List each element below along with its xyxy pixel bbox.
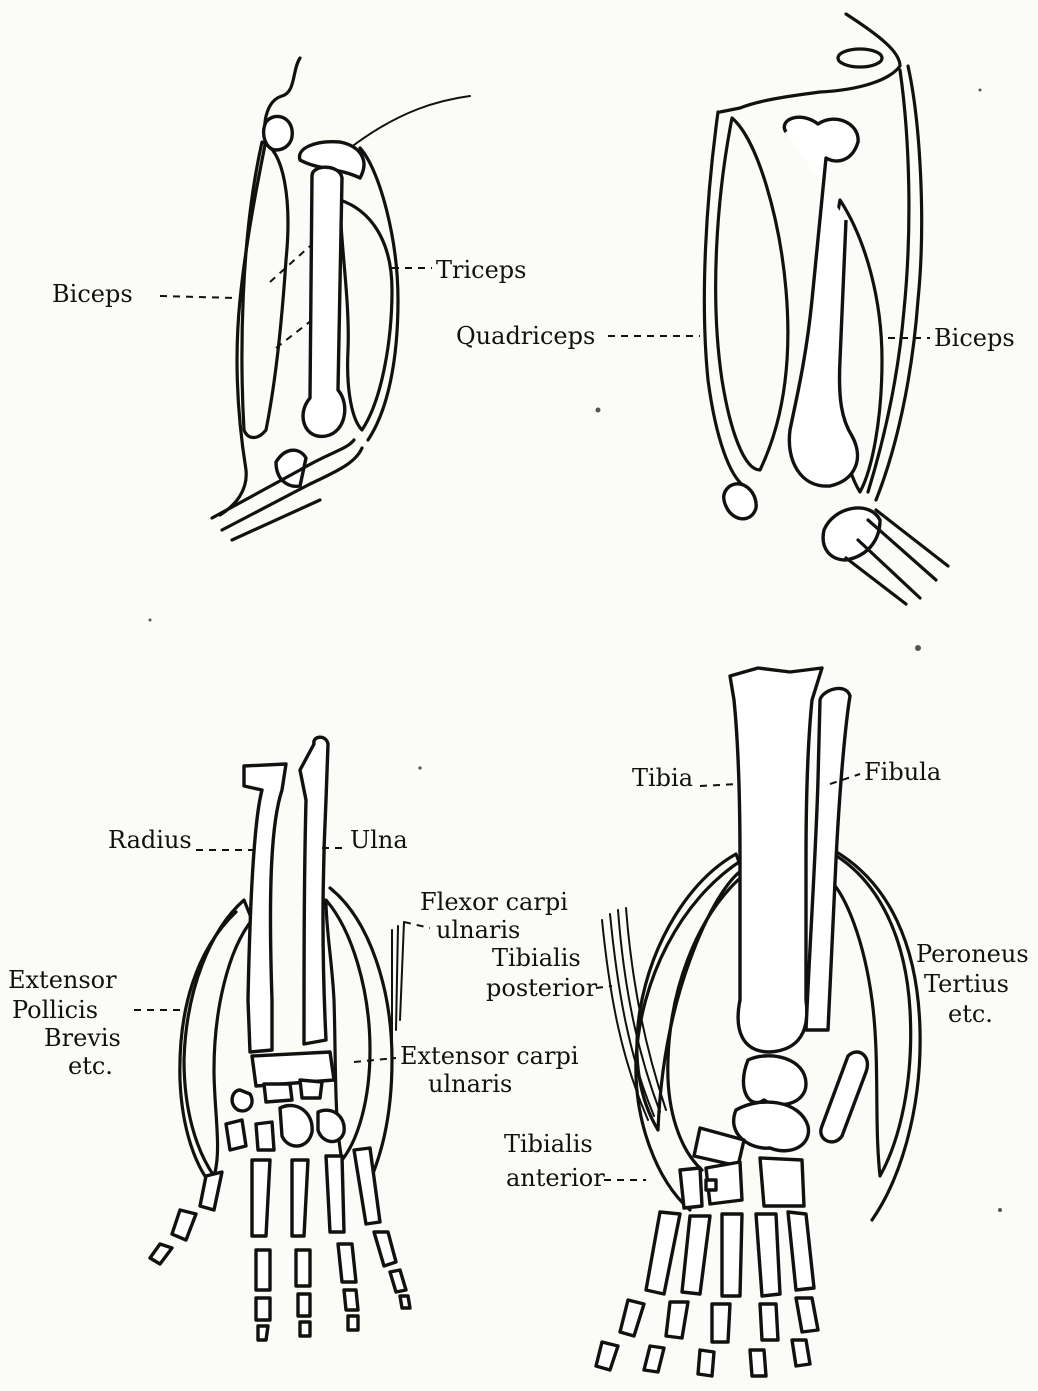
label-extensor-pollicis-2: Pollicis	[12, 996, 98, 1024]
label-tibialis-anterior-1: Tibialis	[504, 1130, 593, 1158]
femur-bone	[784, 117, 858, 486]
humerus-bone	[303, 167, 345, 436]
arm-panel	[212, 58, 470, 540]
label-tibialis-posterior-1: Tibialis	[492, 944, 581, 972]
label-extensor-carpi-1: Extensor carpi	[400, 1042, 579, 1070]
label-leg-biceps: Biceps	[934, 324, 1015, 352]
label-quadriceps: Quadriceps	[456, 322, 595, 350]
label-peroneus-1: Peroneus	[916, 940, 1029, 968]
quadriceps-muscle	[716, 118, 788, 470]
label-flexor-carpi-2: ulnaris	[436, 916, 520, 944]
label-ulna: Ulna	[350, 826, 408, 854]
label-triceps: Triceps	[436, 256, 526, 284]
foot-digits	[596, 1212, 818, 1376]
label-extensor-carpi-2: ulnaris	[428, 1070, 512, 1098]
ulna-bone	[300, 737, 328, 1044]
label-flexor-carpi-1: Flexor carpi	[420, 888, 568, 916]
label-tibialis-anterior-2: anterior	[506, 1164, 605, 1192]
hand-digits	[252, 1148, 410, 1340]
label-extensor-pollicis-3: Brevis	[44, 1024, 121, 1052]
label-fibula: Fibula	[864, 758, 941, 786]
label-tibialis-posterior-2: posterior	[486, 974, 598, 1002]
label-tibia: Tibia	[632, 764, 693, 792]
biceps-muscle	[242, 142, 288, 438]
leg-panel	[704, 14, 948, 604]
triceps-muscle	[340, 200, 392, 430]
label-extensor-pollicis-1: Extensor	[8, 966, 117, 994]
label-peroneus-2: Tertius	[924, 970, 1009, 998]
radius-bone	[244, 764, 286, 1052]
label-peroneus-3: etc.	[948, 1000, 993, 1028]
label-biceps: Biceps	[52, 280, 133, 308]
label-radius: Radius	[108, 826, 192, 854]
label-extensor-pollicis-4: etc.	[68, 1052, 113, 1080]
